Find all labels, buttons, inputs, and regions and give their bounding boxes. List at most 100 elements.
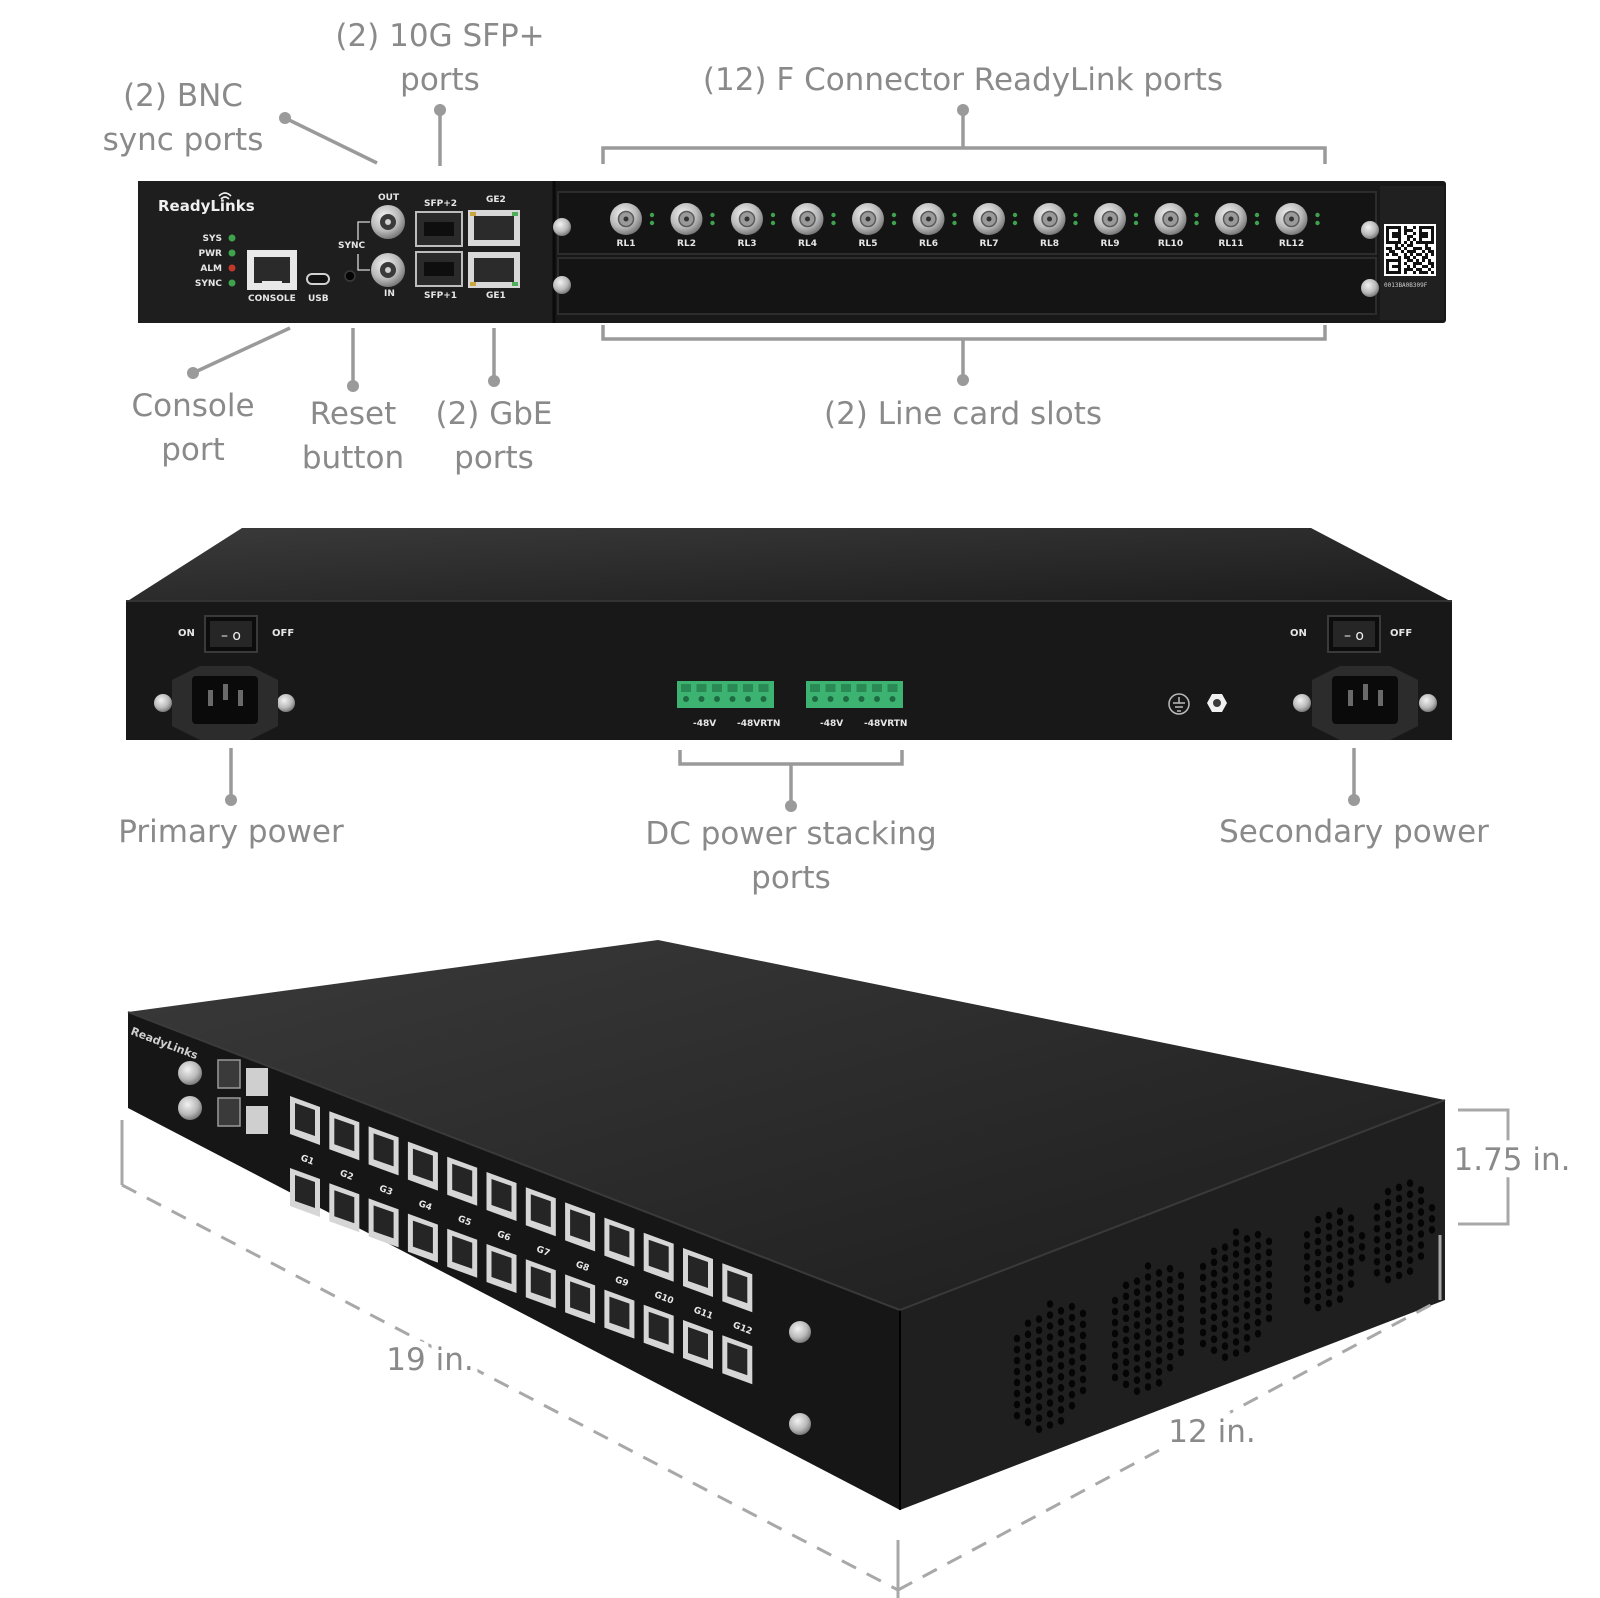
- readylink-port-7[interactable]: [973, 203, 1005, 235]
- svg-text:12 in.: 12 in.: [1168, 1414, 1255, 1450]
- readylink-port-1[interactable]: [610, 203, 642, 235]
- svg-text:sync ports: sync ports: [103, 122, 264, 158]
- primary-ac-inlet[interactable]: [154, 666, 295, 740]
- iso-port-label: G8: [574, 1260, 590, 1274]
- iso-rj45-port-g2-lower[interactable]: [329, 1183, 360, 1233]
- iso-rj45-port-g8-lower[interactable]: [565, 1274, 596, 1324]
- iso-rj45-port-g8-upper[interactable]: [565, 1202, 596, 1252]
- callout-dc-stacking: DC power stacking ports: [645, 750, 937, 896]
- primary-power-switch[interactable]: – o: [204, 615, 258, 653]
- port-led-icon: [1194, 220, 1199, 226]
- iso-rj45-port-g9-lower[interactable]: [604, 1289, 635, 1339]
- callout-gbe: (2) GbE ports: [435, 328, 553, 476]
- readylink-port-9[interactable]: [1094, 203, 1126, 235]
- iso-rj45-port-g4-upper[interactable]: [407, 1141, 438, 1191]
- readylink-port-5[interactable]: [852, 203, 884, 235]
- iso-rj45-port-g5-upper[interactable]: [447, 1156, 478, 1206]
- port-led-icon: [891, 220, 897, 226]
- port-led-icon: [952, 212, 957, 218]
- card-screw-icon[interactable]: [553, 276, 571, 294]
- port-led-icon: [891, 212, 897, 218]
- iso-card-screw-icon[interactable]: [789, 1321, 811, 1343]
- rear-chassis: [126, 600, 1452, 740]
- iso-card-screw-icon[interactable]: [789, 1413, 811, 1435]
- iso-rj45-port-g3-lower[interactable]: [368, 1198, 399, 1248]
- bnc-in-port[interactable]: [371, 253, 405, 287]
- iso-rj45-port-g11-upper[interactable]: [683, 1248, 713, 1297]
- dimension-width: 19 in.: [120, 1120, 899, 1592]
- iso-rj45-port-g12-upper[interactable]: [722, 1263, 753, 1313]
- readylink-port-2[interactable]: [670, 203, 703, 235]
- iso-bnc-ports[interactable]: [178, 1061, 202, 1120]
- secondary-ac-inlet[interactable]: [1293, 666, 1437, 740]
- iso-rj45-port-g5-lower[interactable]: [447, 1228, 478, 1278]
- port-led-icon: [831, 212, 836, 218]
- iso-rj45-port-g7-upper[interactable]: [525, 1187, 556, 1237]
- iso-rj45-port-g6-lower[interactable]: [486, 1244, 517, 1293]
- wifi-icon: [218, 192, 232, 200]
- readylink-port-12[interactable]: [1275, 203, 1308, 235]
- readylink-port-4[interactable]: [791, 203, 824, 235]
- iso-rj45-port-g2-upper[interactable]: [329, 1111, 360, 1161]
- iso-rj45-port-g6-upper[interactable]: [486, 1172, 517, 1221]
- svg-text:ports: ports: [400, 62, 480, 98]
- rear-top-face: [126, 528, 1452, 602]
- iso-rj45-port-g1-lower[interactable]: [290, 1168, 320, 1217]
- callout-line-cards: (2) Line card slots: [601, 325, 1327, 432]
- iso-rj45-port-g12-lower[interactable]: [722, 1335, 753, 1385]
- callout-primary-power: Primary power: [118, 748, 344, 850]
- iso-rj45-port-g9-upper[interactable]: [604, 1217, 635, 1267]
- port-led-icon: [831, 220, 836, 226]
- port-led-icon: [1254, 212, 1260, 218]
- readylink-port-label: RL8: [1040, 239, 1059, 249]
- iso-rj45-port-g7-lower[interactable]: [525, 1259, 556, 1309]
- callout-secondary-power: Secondary power: [1219, 748, 1489, 850]
- readylink-port-label: RL7: [980, 239, 999, 249]
- console-label: CONSOLE: [248, 294, 296, 304]
- sfp-plus-port-2[interactable]: [415, 211, 463, 247]
- bnc-out-port[interactable]: [371, 205, 405, 239]
- card-screw-icon[interactable]: [1361, 279, 1379, 297]
- iso-port-label: G7: [535, 1245, 551, 1259]
- readylink-port-label: RL3: [738, 239, 757, 249]
- line-card-slot-2: [557, 257, 1377, 315]
- iso-uplink-ports[interactable]: [217, 1059, 268, 1134]
- reset-button[interactable]: [344, 270, 356, 282]
- readylink-port-6[interactable]: [912, 203, 945, 235]
- brand-logo: ReadyLinks: [158, 197, 255, 215]
- usb-port[interactable]: [306, 273, 330, 285]
- iso-rj45-port-g4-lower[interactable]: [407, 1213, 438, 1263]
- callout-console: Console port: [131, 326, 291, 468]
- dc-label: -48VRTN: [737, 719, 780, 729]
- sfp-plus-port-1[interactable]: [415, 251, 463, 287]
- gbe-port-1[interactable]: [468, 252, 520, 288]
- serial-number: 0013BA0B309F: [1384, 282, 1428, 289]
- readylink-port-8[interactable]: [1033, 203, 1066, 235]
- dc-terminal-block-2[interactable]: [806, 681, 903, 708]
- primary-off-label: OFF: [272, 628, 294, 639]
- iso-rj45-port-g11-lower[interactable]: [683, 1320, 713, 1369]
- gbe-port-2[interactable]: [468, 210, 520, 246]
- iso-rj45-port-g10-upper[interactable]: [643, 1232, 674, 1282]
- card-screw-icon[interactable]: [1361, 221, 1379, 239]
- led-label-sync: SYNC: [195, 279, 223, 289]
- qr-code-icon: [1384, 224, 1436, 276]
- port-led-icon: [649, 220, 655, 226]
- readylink-port-11[interactable]: [1215, 203, 1247, 235]
- readylink-port-10[interactable]: [1154, 203, 1187, 235]
- iso-rj45-port-g3-upper[interactable]: [368, 1126, 399, 1176]
- dimension-depth: 12 in.: [896, 1235, 1442, 1598]
- port-led-icon: [1012, 212, 1018, 218]
- dc-terminal-block-1[interactable]: [677, 681, 774, 708]
- readylink-port-3[interactable]: [731, 203, 763, 235]
- svg-text:Secondary power: Secondary power: [1219, 814, 1489, 850]
- readylink-port-label: RL11: [1218, 239, 1243, 249]
- card-screw-icon[interactable]: [553, 218, 571, 236]
- svg-text:1.75 in.: 1.75 in.: [1454, 1142, 1571, 1178]
- iso-port-label: G5: [456, 1214, 472, 1228]
- iso-port-label: G3: [378, 1184, 394, 1198]
- iso-rj45-port-g10-lower[interactable]: [643, 1304, 674, 1354]
- iso-rj45-port-g1-upper[interactable]: [290, 1096, 320, 1145]
- secondary-power-switch[interactable]: – o: [1327, 615, 1381, 653]
